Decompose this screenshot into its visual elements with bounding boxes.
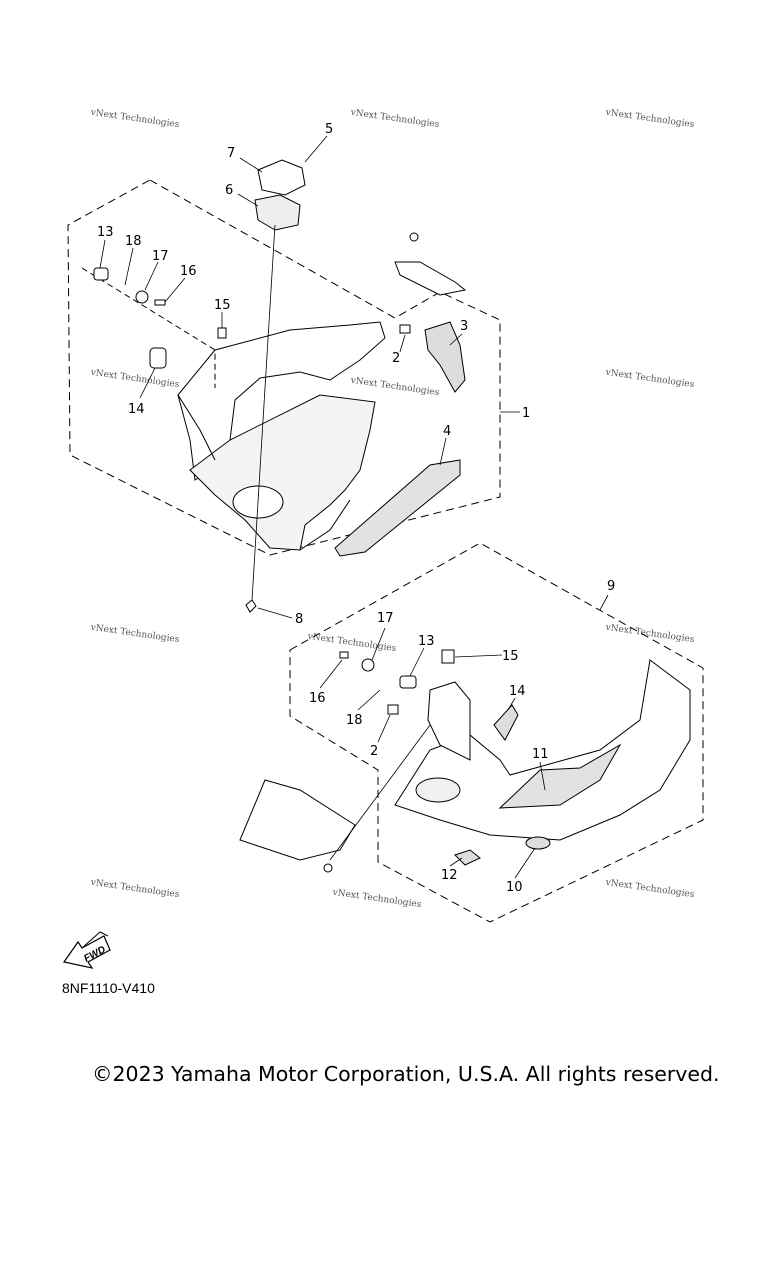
- lower-bracket-part: [239, 779, 356, 861]
- callout-13: 13: [97, 225, 114, 240]
- callout-17: 17: [152, 249, 169, 264]
- callout-3: 3: [460, 319, 468, 334]
- copyright-notice: ©2023 Yamaha Motor Corporation, U.S.A. A…: [92, 1062, 720, 1086]
- pad-part-4: [334, 459, 461, 557]
- callout-11: 11: [532, 747, 549, 762]
- watermark: vNext Technologies: [604, 368, 695, 391]
- watermark: vNext Technologies: [349, 376, 440, 399]
- watermark: vNext Technologies: [604, 623, 695, 646]
- lower-hardware: [339, 649, 455, 715]
- lower-cowling-part: [394, 659, 691, 866]
- callout-7: 7: [227, 146, 235, 161]
- callout-15: 15: [214, 298, 231, 313]
- callout-15-lower: 15: [502, 649, 519, 664]
- callout-10: 10: [506, 880, 523, 895]
- watermark: vNext Technologies: [89, 878, 180, 901]
- callout-13-lower: 13: [418, 634, 435, 649]
- callout-12: 12: [441, 868, 458, 883]
- callout-16: 16: [180, 264, 197, 279]
- callout-18-lower: 18: [346, 713, 363, 728]
- callout-2-lower: 2: [370, 744, 378, 759]
- upper-cowling-part: [177, 321, 386, 551]
- upper-hardware: [81, 267, 411, 388]
- watermark: vNext Technologies: [89, 623, 180, 646]
- callout-6: 6: [225, 183, 233, 198]
- callout-5: 5: [325, 122, 333, 137]
- callout-8: 8: [295, 612, 303, 627]
- callout-9: 9: [607, 579, 615, 594]
- callout-14-lower: 14: [509, 684, 526, 699]
- lower-assembly-outline: [289, 542, 704, 923]
- watermark: vNext Technologies: [349, 108, 440, 131]
- plate-part-6: [254, 194, 301, 231]
- bracket-part: [394, 261, 467, 296]
- watermark: vNext Technologies: [89, 108, 180, 131]
- callout-18: 18: [125, 234, 142, 249]
- watermark: vNext Technologies: [604, 878, 695, 901]
- callout-14: 14: [128, 402, 145, 417]
- pad-part-3: [424, 321, 466, 393]
- watermark: vNext Technologies: [306, 632, 397, 655]
- upper-assembly-outline: [67, 179, 501, 556]
- watermark: vNext Technologies: [89, 368, 180, 391]
- seal-part-7: [257, 159, 306, 196]
- leader-lines: [99, 135, 609, 879]
- watermark: vNext Technologies: [331, 888, 422, 911]
- callout-2: 2: [392, 351, 400, 366]
- callout-4: 4: [443, 424, 451, 439]
- callout-16-lower: 16: [309, 691, 326, 706]
- fwd-arrow-icon: FWD: [62, 931, 111, 969]
- callout-1: 1: [522, 406, 530, 421]
- diagram-code: 8NF1110-V410: [62, 980, 155, 996]
- callout-17-lower: 17: [377, 611, 394, 626]
- watermark: vNext Technologies: [604, 108, 695, 131]
